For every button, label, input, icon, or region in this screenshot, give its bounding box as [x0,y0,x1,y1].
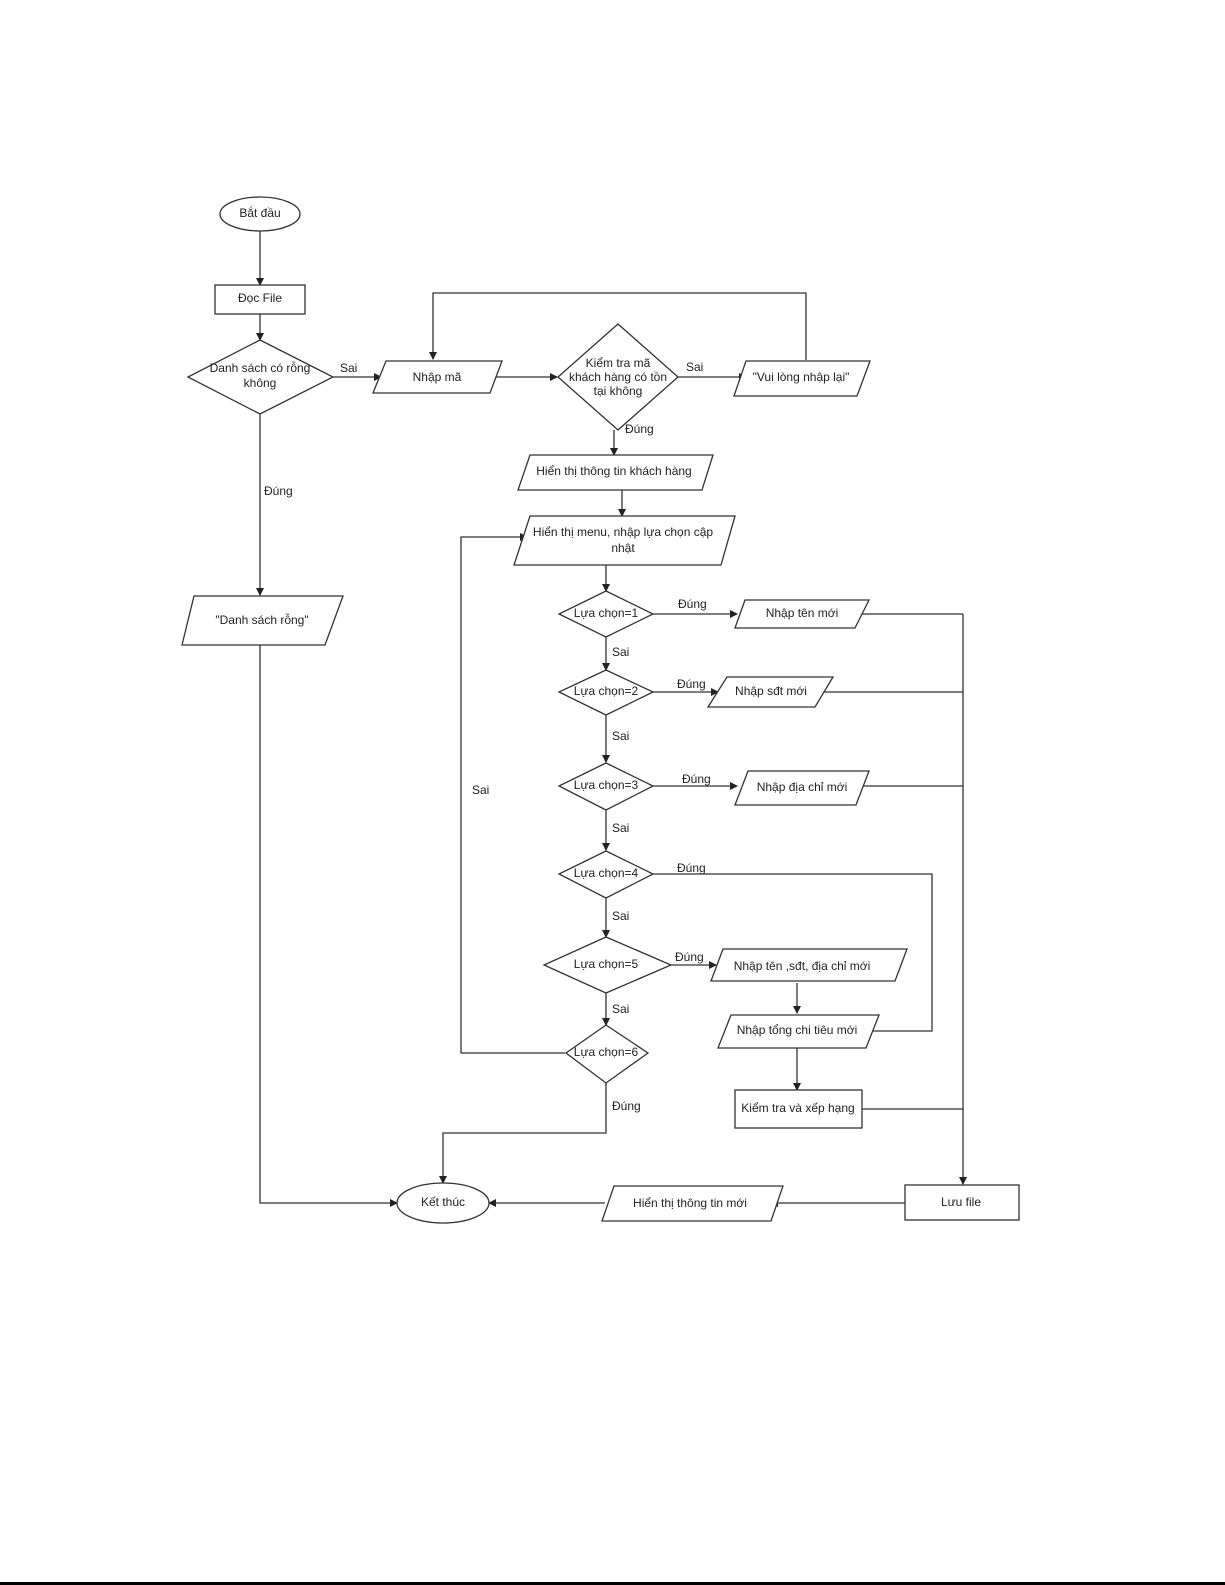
node-start-text: Bắt đầu [239,205,280,220]
edge-label-c1-false: Sai [612,645,629,659]
node-new-spending: Nhập tổng chi tiêu mới [717,1014,880,1049]
edge-label-c5-true: Đúng [675,950,704,964]
edge-label-c4-false: Sai [612,909,629,923]
node-read-file: Đọc File [214,284,306,315]
node-new-name-text: Nhập tên mới [766,606,839,620]
edge-label-c6-true: Đúng [612,1099,641,1113]
node-save-file: Lưu file [904,1184,1020,1221]
node-is-empty: Danh sách có rỗng không [186,339,335,415]
node-choice-1-text: Lựa chọn=1 [574,606,639,620]
node-is-empty-text-2: không [244,376,277,390]
edge-emptymsg-end [259,645,398,1207]
edge-label-c5-false: Sai [612,1002,629,1016]
node-show-menu-text-2: nhật [611,541,635,555]
node-choice-1: Lựa chọn=1 [557,590,655,638]
edge-label-check-false: Sai [686,360,703,374]
node-choice-3: Lựa chọn=3 [557,762,655,811]
edges [256,231,967,1207]
node-read-file-text: Đọc File [238,291,282,305]
node-new-all-text: Nhập tên ,sđt, địa chỉ mới [734,959,871,973]
edge-label-c2-false: Sai [612,729,629,743]
node-show-menu-text-1: Hiển thị menu, nhập lựa chọn cập [533,525,713,539]
node-is-empty-text-1: Danh sách có rỗng [210,360,311,375]
node-rank: Kiểm tra và xếp hạng [734,1089,863,1129]
node-check-code: Kiểm tra mã khách hàng có tồn tại không [557,323,679,431]
node-new-phone-text: Nhập sđt mới [735,684,807,698]
edge-c6-showmenu [460,533,565,1054]
node-show-menu: Hiển thị menu, nhập lựa chọn cập nhật [513,515,736,566]
node-new-all: Nhập tên ,sđt, địa chỉ mới [710,948,908,982]
node-check-code-text-2: khách hàng có tồn [569,370,667,384]
node-choice-6-text: Lựa chọn=6 [574,1045,639,1059]
node-choice-3-text: Lựa chọn=3 [574,778,639,792]
node-show-new: Hiển thị thông tin mới [601,1185,784,1222]
edge-label-c2-true: Đúng [677,677,706,691]
edge-reenter-inputcode [429,292,807,360]
node-input-code-text: Nhập mã [413,370,462,384]
edge-label-c1-true: Đúng [678,597,707,611]
node-input-code: Nhập mã [372,360,503,394]
edge-c6-end [439,1083,607,1184]
edge-labels: Sai Đúng Sai Đúng Đúng Sai Đúng Sai Đúng… [264,360,711,1113]
edge-c4-newspending [653,873,933,1032]
node-show-customer: Hiển thị thông tin khách hàng [517,454,714,491]
node-empty-msg-text: "Danh sách rỗng" [215,612,308,627]
node-new-name: Nhập tên mới [734,599,871,629]
node-choice-2-text: Lựa chọn=2 [574,684,639,698]
node-end-text: Kết thúc [421,1195,465,1209]
node-choice-5-text: Lựa chọn=5 [574,957,639,971]
page-bottom-rule [0,1582,1225,1585]
node-empty-msg: "Danh sách rỗng" [181,595,344,646]
node-show-customer-text: Hiển thị thông tin khách hàng [536,464,691,478]
edge-label-c3-true: Đúng [682,772,711,786]
node-check-code-text-1: Kiểm tra mã [586,356,651,370]
node-choice-5: Lựa chọn=5 [542,936,673,994]
edge-label-c4-true: Đúng [677,861,706,875]
node-rank-text: Kiểm tra và xếp hạng [741,1101,854,1115]
node-end: Kết thúc [396,1182,490,1224]
node-choice-6: Lựa chọn=6 [564,1024,650,1084]
edge-label-c6-false: Sai [472,783,489,797]
edge-label-check-true: Đúng [625,422,654,436]
node-reenter-msg: "Vui lòng nhập lại" [733,360,871,397]
node-new-phone: Nhập sđt mới [706,676,835,708]
node-save-file-text: Lưu file [941,1195,981,1209]
node-new-address-text: Nhập địa chỉ mới [757,780,848,794]
node-choice-4: Lựa chọn=4 [557,850,655,899]
node-start: Bắt đầu [219,196,301,232]
node-new-address: Nhập địa chỉ mới [734,770,870,806]
edge-label-c3-false: Sai [612,821,629,835]
node-choice-4-text: Lựa chọn=4 [574,866,639,880]
node-check-code-text-3: tại không [594,384,643,398]
edge-label-empty-false: Sai [340,361,357,375]
node-new-spending-text: Nhập tổng chi tiêu mới [737,1023,858,1037]
node-choice-2: Lựa chọn=2 [557,669,655,716]
node-reenter-msg-text: "Vui lòng nhập lại" [753,370,850,384]
edge-label-empty-true: Đúng [264,484,293,498]
node-show-new-text: Hiển thị thông tin mới [633,1196,747,1210]
